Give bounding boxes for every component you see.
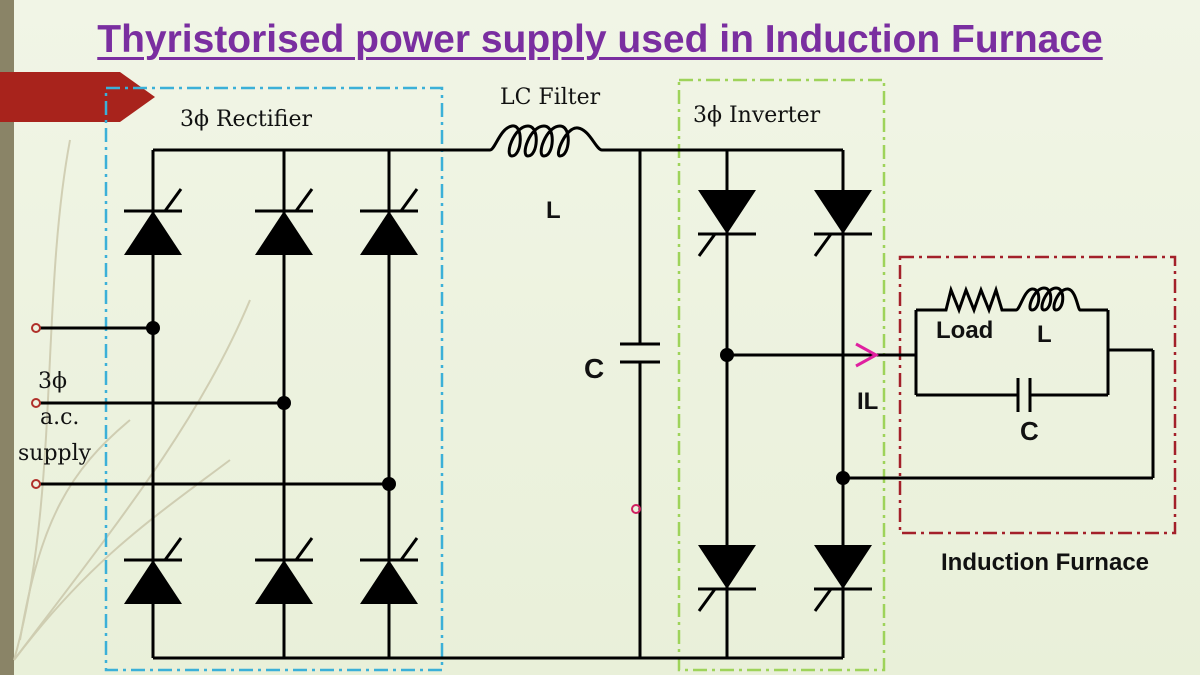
inductor-label: L <box>546 197 561 224</box>
junction-dots <box>146 321 850 491</box>
current-arrow-icon <box>855 342 880 368</box>
page-title: Thyristorised power supply used in Induc… <box>97 18 1103 61</box>
thyristor-icon <box>124 188 183 255</box>
furnace-inductor-icon <box>1015 286 1082 312</box>
inverter-label: 3ϕ Inverter <box>693 103 821 128</box>
furnace-capacitor-icon <box>1016 378 1032 412</box>
rectifier-box <box>104 86 444 672</box>
filter-capacitor-icon <box>620 342 660 364</box>
thyristor-icon <box>255 188 314 255</box>
current-label: IL <box>857 388 878 415</box>
load-label: Load <box>936 317 993 344</box>
accent-banner <box>0 72 155 122</box>
furnace-label: Induction Furnace <box>941 549 1149 576</box>
thyristor-icon <box>255 537 314 604</box>
left-decorative-bar <box>0 0 14 675</box>
thyristor-icon <box>124 537 183 604</box>
decorative-leaves <box>13 139 251 661</box>
thyristor-group <box>124 188 872 612</box>
supply-terminals <box>31 323 41 489</box>
thyristor-icon <box>697 545 756 612</box>
rectifier-label: 3ϕ Rectifier <box>180 107 312 132</box>
supply-label-line2: a.c. <box>40 405 79 430</box>
furnace-capacitor-label: C <box>1020 416 1039 446</box>
furnace-inductor-label: L <box>1037 321 1052 348</box>
thyristor-icon <box>697 190 756 257</box>
thyristor-icon <box>813 190 872 257</box>
supply-label-line1: 3ϕ <box>38 369 67 394</box>
filter-inductor-icon <box>489 124 603 158</box>
thyristor-icon <box>360 188 419 255</box>
thyristor-icon <box>360 537 419 604</box>
furnace-box <box>898 255 1177 535</box>
load-resistor-icon <box>940 285 1016 315</box>
filter-label: LC Filter <box>500 85 601 110</box>
supply-label-line3: supply <box>18 441 92 466</box>
inverter-box <box>677 78 886 672</box>
thyristor-icon <box>813 545 872 612</box>
wiring <box>38 148 1155 660</box>
capacitor-label: C <box>584 353 604 384</box>
pointer-marker <box>631 504 641 514</box>
